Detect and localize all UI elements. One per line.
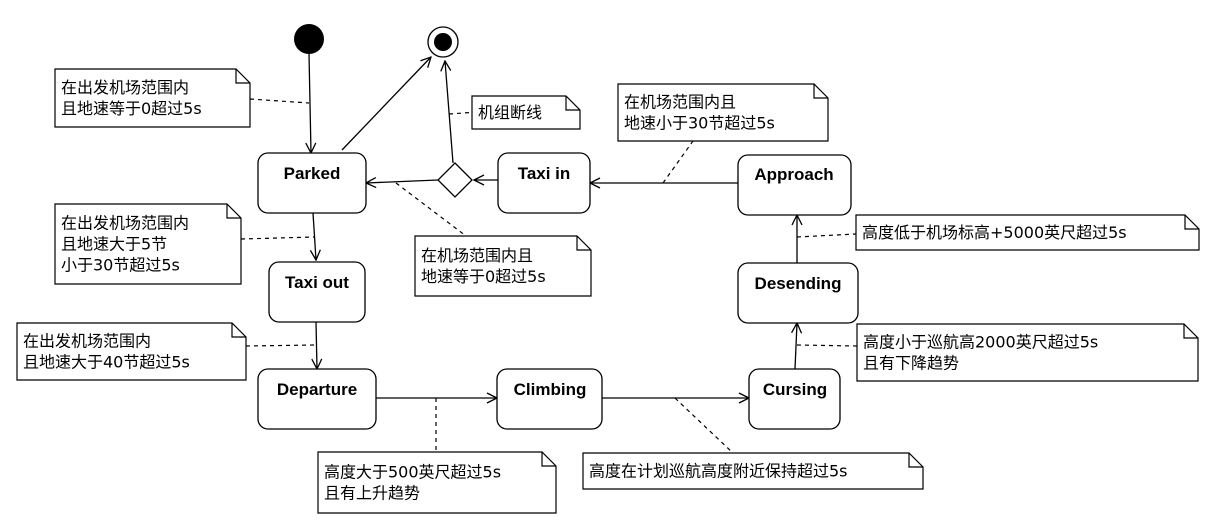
state-taxi-in-label: Taxi in bbox=[518, 164, 571, 183]
state-taxi-out-label: Taxi out bbox=[285, 273, 349, 292]
note-text-line: 高度大于500英尺超过5s bbox=[324, 463, 501, 482]
note-disconnect: 机组断线 bbox=[471, 95, 581, 130]
state-departure: Departure bbox=[257, 368, 377, 430]
note-text-line: 高度小于巡航高2000英尺超过5s bbox=[863, 333, 1098, 352]
note-text-line: 且有下降趋势 bbox=[863, 354, 959, 373]
state-climbing-label: Climbing bbox=[514, 380, 587, 399]
note-text-line: 在出发机场范围内 bbox=[61, 214, 189, 233]
edge-parked-taxiout bbox=[313, 212, 316, 260]
note-text-line: 且地速等于0超过5s bbox=[61, 99, 202, 118]
note-text-line: 机组断线 bbox=[478, 103, 542, 122]
edge-taxiout-departure bbox=[316, 321, 317, 369]
edge-choice-final bbox=[445, 61, 454, 164]
choice-node bbox=[437, 162, 473, 198]
note-text-line: 在出发机场范围内 bbox=[23, 332, 151, 351]
initial-state bbox=[294, 24, 324, 54]
note-text-line: 高度在计划巡航高度附近保持超过5s bbox=[589, 462, 848, 481]
edge-choice-parked bbox=[366, 180, 439, 183]
state-taxi-in: Taxi in bbox=[497, 152, 591, 214]
state-cursing: Cursing bbox=[748, 368, 841, 430]
note-text-line: 且有上升趋势 bbox=[324, 484, 420, 503]
note-text-line: 在机场范围内且 bbox=[421, 246, 533, 265]
state-taxi-out: Taxi out bbox=[268, 261, 366, 323]
note-climbing-cursing: 高度在计划巡航高度附近保持超过5s bbox=[582, 452, 924, 490]
note-text-line: 且地速大于40节超过5s bbox=[23, 353, 190, 372]
note-desending-approach: 高度低于机场标高+5000英尺超过5s bbox=[855, 214, 1200, 251]
state-desending: Desending bbox=[737, 262, 859, 324]
edge-parked-final bbox=[341, 57, 431, 151]
note-cursing-desending: 高度小于巡航高2000英尺超过5s 且有下降趋势 bbox=[856, 323, 1199, 382]
note-text-line: 且地速大于5节 bbox=[61, 235, 167, 254]
note-text-line: 地速等于0超过5s bbox=[421, 267, 546, 286]
state-approach: Approach bbox=[737, 154, 852, 216]
state-parked-label: Parked bbox=[284, 164, 341, 183]
note-connectors bbox=[240, 98, 858, 454]
state-approach-label: Approach bbox=[754, 165, 833, 184]
note-text-line: 在出发机场范围内 bbox=[61, 78, 189, 97]
note-text-line: 地速小于30节超过5s bbox=[624, 114, 775, 133]
note-text-line: 小于30节超过5s bbox=[61, 256, 180, 275]
edge-start-parked bbox=[309, 53, 311, 153]
note-text-line: 在机场范围内且 bbox=[624, 93, 736, 112]
state-cursing-label: Cursing bbox=[763, 380, 827, 399]
final-state bbox=[427, 26, 459, 58]
state-desending-label: Desending bbox=[755, 274, 842, 293]
note-text-line: 高度低于机场标高+5000英尺超过5s bbox=[862, 223, 1127, 242]
state-departure-label: Departure bbox=[277, 380, 357, 399]
state-parked: Parked bbox=[257, 152, 367, 214]
state-climbing: Climbing bbox=[496, 368, 603, 430]
note-departure-climbing: 高度大于500英尺超过5s 且有上升趋势 bbox=[317, 451, 557, 514]
edge-cursing-desending bbox=[795, 323, 797, 370]
